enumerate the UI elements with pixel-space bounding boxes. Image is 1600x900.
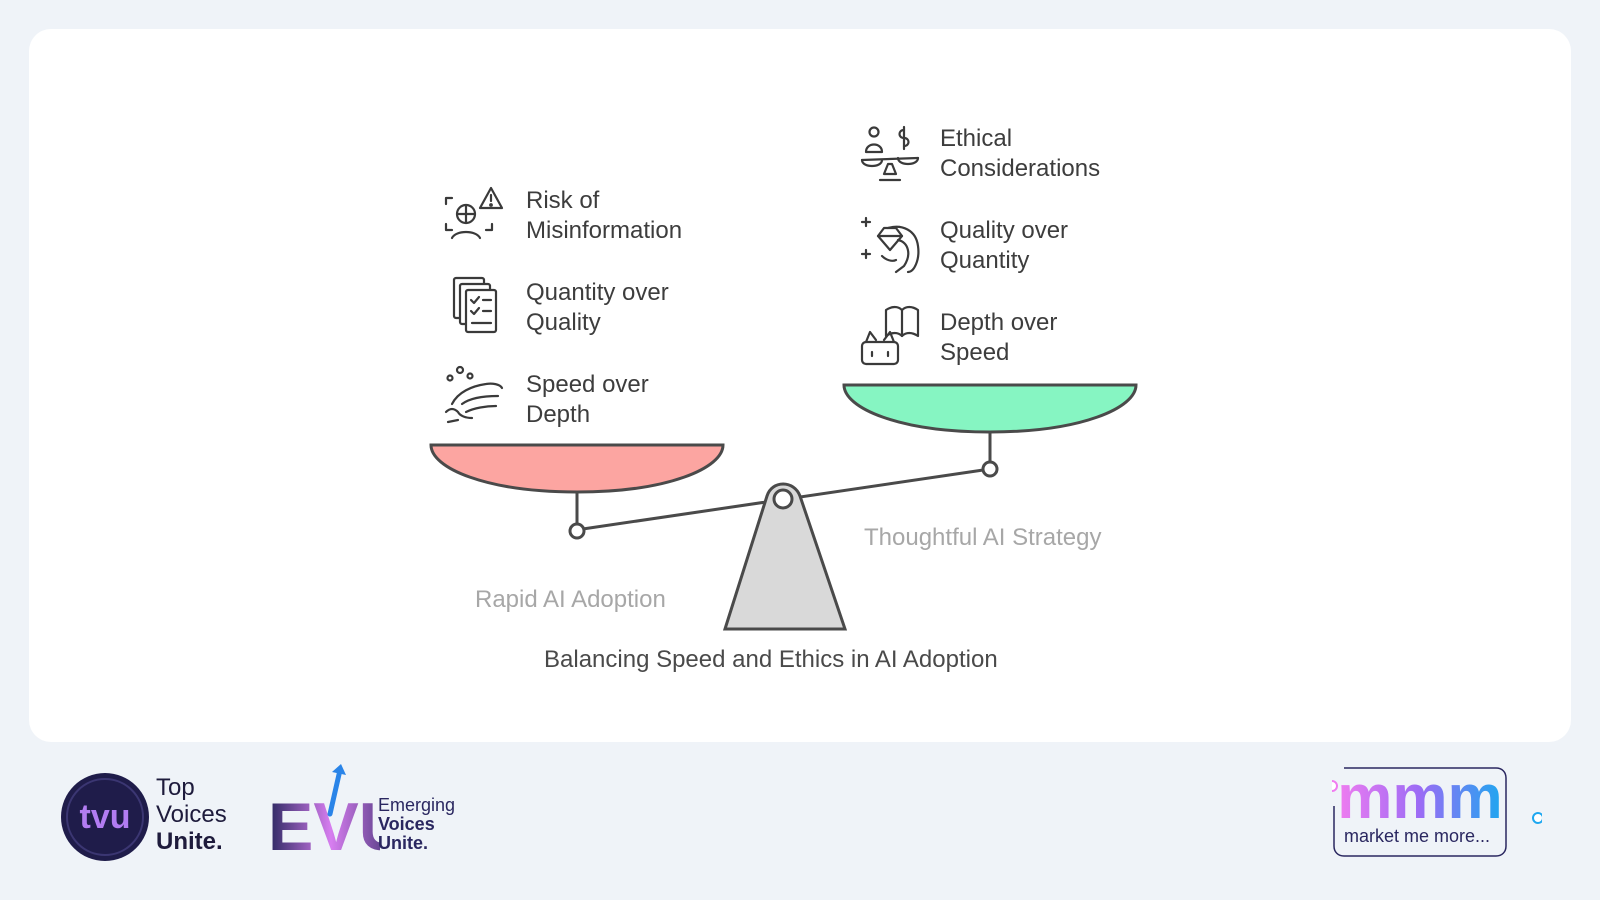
left-item-3-label: Speed over Depth bbox=[526, 371, 649, 428]
right-item-3-label: Depth over Speed bbox=[940, 309, 1058, 366]
evu-wordmark: Emerging Voices Unite. bbox=[378, 796, 455, 853]
tvu-badge-text: tvu bbox=[80, 798, 131, 836]
left-item-2-label: Quantity over Quality bbox=[526, 279, 669, 336]
evu-mark-text: EVU bbox=[268, 789, 380, 860]
tvu-line-2: Voices bbox=[156, 801, 227, 828]
hand-gem-sparkle-icon bbox=[858, 214, 922, 278]
tvu-wordmark: Top Voices Unite. bbox=[156, 774, 227, 855]
evu-logo-mark: EVU bbox=[268, 764, 408, 865]
left-item-1-label: Risk of Misinformation bbox=[526, 187, 683, 244]
diagram-title: Balancing Speed and Ethics in AI Adoptio… bbox=[544, 646, 998, 673]
book-robot-icon bbox=[858, 304, 922, 368]
mmm-mark-text: mmm bbox=[1337, 766, 1502, 832]
ethics-scale-icon bbox=[858, 124, 922, 188]
right-beam-pivot bbox=[981, 460, 999, 478]
hand-speed-motion-icon bbox=[442, 364, 506, 428]
scale-fulcrum bbox=[722, 482, 848, 631]
right-item-2-label: Quality over Quantity bbox=[940, 217, 1069, 274]
tvu-badge-logo: tvu bbox=[60, 772, 150, 862]
evu-line-1: Emerging bbox=[378, 795, 456, 815]
document-stack-checklist-icon bbox=[446, 274, 510, 338]
right-pan bbox=[842, 383, 1138, 434]
right-side-label: Thoughtful AI Strategy bbox=[864, 524, 1102, 551]
evu-line-2: Voices bbox=[378, 814, 435, 834]
left-side-label: Rapid AI Adoption bbox=[475, 586, 666, 613]
left-beam-pivot bbox=[568, 522, 586, 540]
tvu-line-1: Top bbox=[156, 774, 195, 801]
center-pivot bbox=[772, 488, 794, 510]
market-me-more-tagline: market me more... bbox=[1343, 826, 1491, 846]
tvu-line-3: Unite. bbox=[156, 828, 223, 855]
misinformation-warning-icon bbox=[442, 184, 506, 248]
left-pan bbox=[429, 443, 725, 494]
right-item-1-label: Ethical Considerations bbox=[940, 125, 1101, 182]
evu-line-3: Unite. bbox=[378, 833, 429, 853]
market-me-more-logo: mmm bbox=[1326, 763, 1544, 858]
